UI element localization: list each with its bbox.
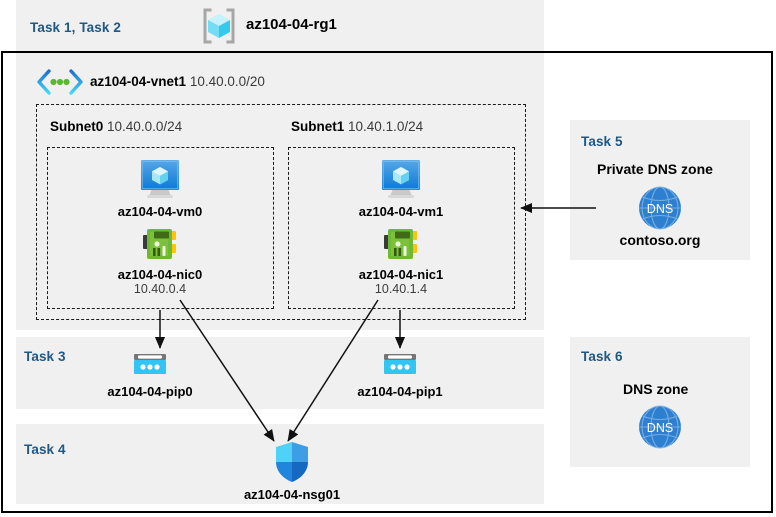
network-security-group-icon: [276, 442, 308, 482]
network-interface-icon: [384, 229, 417, 259]
private-dns-zone-title: Private DNS zone: [597, 161, 713, 177]
vm-az104-04-vm1[interactable]: az104-04-vm1: [341, 157, 461, 219]
public-ip-address-icon: [134, 354, 166, 374]
public-ip-az104-04-pip1[interactable]: az104-04-pip1: [340, 352, 460, 399]
dns-zone-icon: DNS: [639, 186, 681, 230]
dns-zone-name: contoso.org: [619, 232, 701, 248]
resource-group-icon: [199, 7, 239, 45]
nic0-label: az104-04-nic0: [117, 267, 203, 282]
task-label-1-2: Task 1, Task 2: [30, 20, 121, 35]
task-label-4: Task 4: [24, 442, 66, 457]
virtual-machine-icon: [141, 160, 179, 198]
public-ip-address-icon: [384, 354, 416, 374]
nic-az104-04-nic1[interactable]: az104-04-nic1 10.40.1.4: [341, 226, 461, 297]
subnet1-name: Subnet1: [291, 119, 345, 134]
dns-zone-title: DNS zone: [623, 381, 689, 397]
dns-zone-icon: DNS: [639, 405, 681, 449]
subnet0-header: Subnet0 10.40.0.0/24: [50, 119, 182, 134]
pip0-label: az104-04-pip0: [107, 384, 193, 399]
public-ip-az104-04-pip0[interactable]: az104-04-pip0: [90, 352, 210, 399]
vnet-cidr: 10.40.0.0/20: [189, 74, 265, 89]
virtual-machine-icon: [382, 160, 420, 198]
subnet1-boundary: [288, 147, 515, 309]
vm1-label: az104-04-vm1: [358, 204, 444, 219]
resource-group-panel: [16, 0, 544, 330]
task-label-6: Task 6: [581, 349, 623, 364]
dns-zone-node[interactable]: DNS: [600, 404, 720, 450]
subnet0-boundary: [47, 147, 274, 309]
nsg-az104-04-nsg01[interactable]: az104-04-nsg01: [222, 440, 362, 502]
private-dns-zone-contoso-org[interactable]: DNS contoso.org: [600, 185, 720, 248]
subnet1-cidr: 10.40.1.0/24: [348, 119, 424, 134]
subnet0-name: Subnet0: [50, 119, 104, 134]
vnet-header: az104-04-vnet1 10.40.0.0/20: [90, 74, 265, 89]
network-interface-icon: [143, 229, 176, 259]
svg-text:DNS: DNS: [647, 421, 673, 435]
vm-az104-04-vm0[interactable]: az104-04-vm0: [100, 157, 220, 219]
vnet-name: az104-04-vnet1: [90, 74, 187, 89]
vm0-label: az104-04-vm0: [117, 204, 203, 219]
subnet1-header: Subnet1 10.40.1.0/24: [291, 119, 423, 134]
svg-text:DNS: DNS: [647, 202, 673, 216]
nic0-ip: 10.40.0.4: [133, 282, 187, 296]
task-label-3: Task 3: [24, 349, 66, 364]
pip1-label: az104-04-pip1: [357, 384, 443, 399]
task-label-5: Task 5: [581, 134, 623, 149]
virtual-network-icon: [36, 69, 84, 95]
nic1-label: az104-04-nic1: [358, 267, 444, 282]
task3-panel: [16, 337, 544, 409]
nic1-ip: 10.40.1.4: [374, 282, 428, 296]
diagram-outer-frame: [1, 51, 773, 513]
subnet0-cidr: 10.40.0.0/24: [107, 119, 183, 134]
nsg-label: az104-04-nsg01: [243, 487, 341, 502]
resource-group-name: az104-04-rg1: [246, 16, 337, 33]
nic-az104-04-nic0[interactable]: az104-04-nic0 10.40.0.4: [100, 226, 220, 297]
